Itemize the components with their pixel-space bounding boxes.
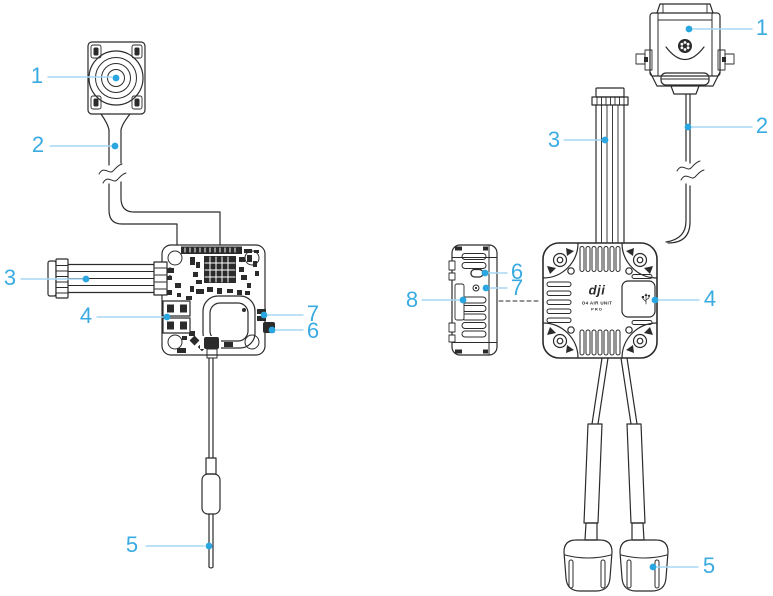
callout-label-left-6: 6 — [306, 318, 320, 343]
callout-label-left-3: 3 — [3, 265, 17, 290]
camera-lens-icon — [88, 50, 144, 106]
callout-leader-lines — [20, 28, 753, 568]
board-connectors — [162, 300, 191, 334]
screw-flower-icon — [678, 39, 692, 53]
callout-label-left-2: 2 — [31, 132, 45, 157]
callout-label-right-1: 1 — [755, 15, 769, 40]
callout-label-left-7: 7 — [306, 301, 320, 326]
left-whip-antenna — [201, 357, 221, 569]
callout-label-right-5: 5 — [702, 553, 716, 578]
usb-trident-icon — [641, 293, 651, 305]
right-air-unit — [542, 242, 658, 359]
right-camera-cable — [665, 93, 705, 244]
callout-label-left-5: 5 — [125, 532, 139, 557]
callout-label-right-3: 3 — [547, 127, 561, 152]
unit-variant-label: PRO — [591, 306, 603, 312]
dji-logo: dji — [588, 282, 606, 298]
callout-label-right-7: 7 — [510, 275, 524, 300]
callout-label-right-2: 2 — [755, 113, 769, 138]
side-link-button — [472, 284, 480, 292]
side-usb-c-port — [470, 268, 484, 278]
unit-model-label: O4 AIR UNIT — [581, 300, 613, 306]
coax-loop — [202, 295, 256, 349]
right-antennas — [563, 357, 669, 592]
callout-dots — [82, 25, 693, 571]
heatsink-fins — [546, 246, 653, 356]
right-side-unit — [448, 244, 542, 356]
right-camera-unit — [635, 3, 735, 95]
left-camera-cable — [98, 129, 221, 246]
callout-label-right-8: 8 — [405, 287, 419, 312]
callout-label-left-4: 4 — [79, 303, 93, 328]
smd-components — [167, 255, 259, 353]
callout-label-right-6: 6 — [510, 259, 524, 284]
left-main-board — [153, 244, 275, 359]
right-antenna-ribbon — [591, 87, 629, 244]
left-camera-module — [87, 41, 146, 131]
callout-label-left-1: 1 — [30, 63, 44, 88]
callout-label-right-4: 4 — [703, 286, 717, 311]
